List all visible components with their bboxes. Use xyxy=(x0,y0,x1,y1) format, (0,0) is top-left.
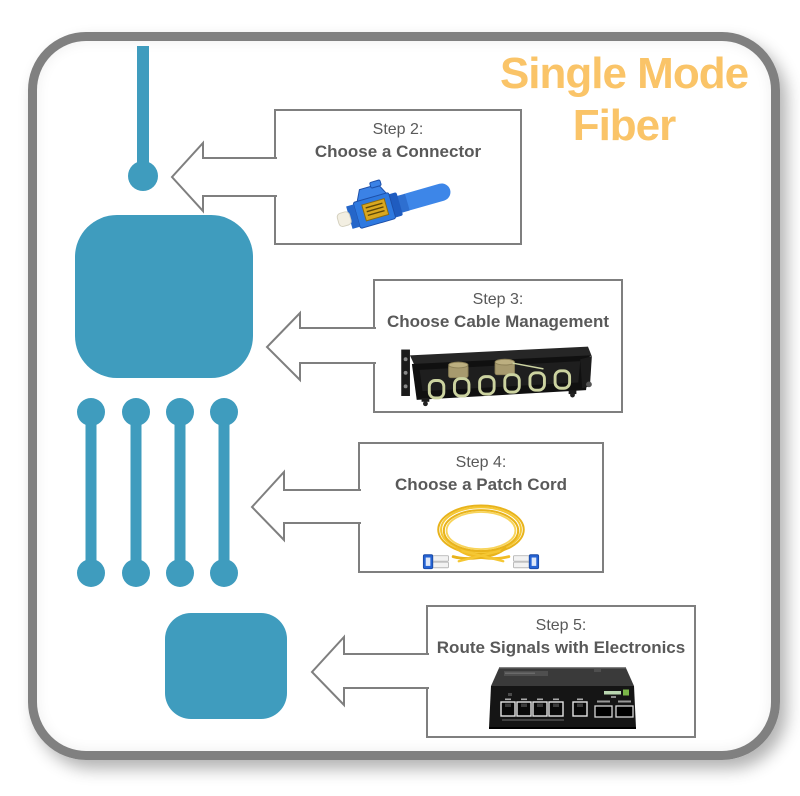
step-2-label: Step 2: xyxy=(372,121,424,138)
page-title-line1: Single Mode xyxy=(499,49,749,98)
step-3-label: Step 3: xyxy=(472,291,524,308)
fiber-patch-cord-photo xyxy=(422,504,540,569)
step-4-box: Step 4: Choose a Patch Cord xyxy=(358,442,604,573)
step-3-title: Choose Cable Management xyxy=(387,311,609,331)
step-5-label: Step 5: xyxy=(535,617,587,634)
lc-connector-photo xyxy=(336,179,451,229)
step-5-box: Step 5: Route Signals with Electronics xyxy=(426,605,696,738)
rounded-frame xyxy=(28,32,780,760)
step-4-label: Step 4: xyxy=(455,454,507,471)
step-4-title: Choose a Patch Cord xyxy=(395,474,567,494)
page-title-line2: Fiber xyxy=(572,100,677,150)
rack-enclosure-photo xyxy=(401,346,592,406)
page-title: Single Mode Fiber xyxy=(468,48,780,152)
network-switch-photo xyxy=(489,666,636,729)
step-5-title: Route Signals with Electronics xyxy=(436,637,686,657)
step-3-box: Step 3: Choose Cable Management xyxy=(373,279,623,413)
step-2-box: Step 2: Choose a Connector xyxy=(274,109,522,245)
step-2-title: Choose a Connector xyxy=(314,141,482,161)
